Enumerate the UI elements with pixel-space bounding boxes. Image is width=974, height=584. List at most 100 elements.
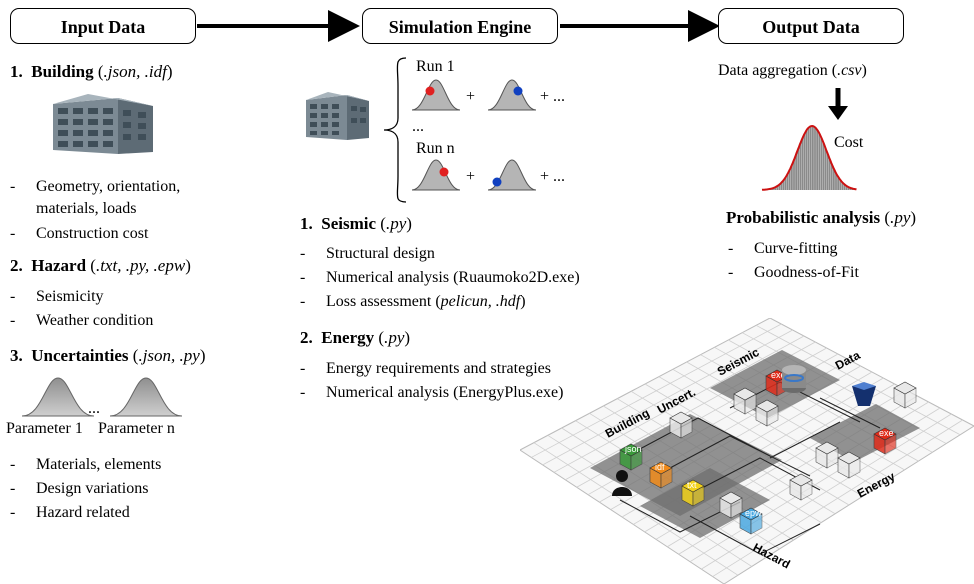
hazard-heading: 2. Hazard (.txt, .py, .epw): [10, 256, 191, 275]
histogram-bar: [782, 180, 785, 190]
simulation-engine-header: Simulation Engine: [362, 8, 558, 44]
svg-text:exe: exe: [879, 428, 894, 438]
histogram-bar: [830, 164, 833, 190]
run1-plus-more: + ...: [540, 88, 566, 105]
histogram-bar: [820, 137, 823, 190]
run1-plus: +: [466, 88, 476, 105]
histogram-bar: [822, 142, 825, 190]
python-cube: [719, 491, 743, 519]
input-data-header: Input Data: [10, 8, 196, 44]
histogram-bar: [807, 127, 810, 190]
database-icon: [782, 365, 806, 393]
run-1-label: Run 1: [416, 58, 455, 75]
svg-text:exe: exe: [771, 370, 786, 380]
histogram-bar: [812, 126, 814, 190]
json-cube: json: [619, 443, 643, 471]
histogram-bar: [843, 184, 846, 190]
runs-ellipsis: ...: [412, 118, 424, 135]
histogram-bar: [837, 177, 839, 190]
seismic-heading: 1. Seismic (.py): [300, 214, 412, 233]
histogram-bar: [847, 187, 850, 190]
run-distributions: [411, 79, 537, 191]
histogram-bar: [799, 142, 802, 190]
python-cube: [733, 387, 757, 415]
uncert-item-3: Hazard related: [36, 504, 130, 521]
svg-text:idf: idf: [655, 462, 665, 472]
seismic-item-3: Loss assessment (pelicun, .hdf): [326, 293, 526, 310]
histogram-bar: [778, 184, 781, 190]
energy-item-2: Numerical analysis (EnergyPlus.exe): [326, 384, 564, 401]
histogram-bar: [816, 129, 818, 190]
python-cube: [815, 441, 839, 469]
building-item-3: Construction cost: [36, 225, 149, 242]
exe-cube: exe: [873, 427, 897, 455]
histogram-bar: [776, 186, 779, 190]
parameter-n-label: Parameter n: [98, 420, 175, 437]
svg-text:txt: txt: [687, 480, 697, 490]
histogram-bar: [809, 126, 812, 190]
histogram-bar: [793, 159, 795, 190]
histogram-bar: [784, 177, 787, 190]
data-aggregation-label: Data aggregation (.csv): [718, 62, 867, 79]
python-cube: [893, 381, 917, 409]
user-icon: [612, 470, 632, 496]
output-item-2: Goodness-of-Fit: [754, 264, 859, 281]
runn-plus-more: + ...: [540, 168, 566, 185]
svg-text:json: json: [624, 444, 642, 454]
parameter-distributions: [21, 377, 183, 417]
output-data-header: Output Data: [718, 8, 904, 44]
engine-building-icon: [306, 92, 369, 140]
histogram-bar: [774, 187, 776, 190]
histogram-bar: [828, 159, 831, 190]
building-item-1: Geometry, orientation,: [36, 178, 181, 195]
histogram-bar: [833, 169, 835, 190]
python-cube: [789, 473, 813, 501]
python-cube: [669, 411, 693, 439]
parameter-ellipsis: ...: [88, 400, 100, 417]
histogram-bar: [780, 182, 783, 190]
histogram-bar: [791, 164, 793, 190]
histogram-bar: [845, 186, 848, 190]
cost-histogram: [761, 124, 857, 191]
cost-label: Cost: [834, 134, 864, 151]
histogram-bar: [795, 153, 797, 190]
output-item-1: Curve-fitting: [754, 240, 838, 257]
histogram-bar: [824, 148, 827, 190]
histogram-bar: [835, 173, 837, 190]
energy-heading: 2. Energy (.py): [300, 328, 411, 347]
histogram-bar: [797, 148, 800, 190]
idf-cube: idf: [649, 461, 673, 489]
run-n-label: Run n: [416, 140, 455, 157]
python-cube: [837, 451, 861, 479]
building-icon: [53, 94, 153, 154]
histogram-bar: [814, 127, 816, 190]
histogram-bar: [801, 137, 804, 190]
python-cube: [755, 399, 779, 427]
uncert-item-1: Materials, elements: [36, 456, 162, 473]
seismic-item-1: Structural design: [326, 245, 435, 262]
uncertainties-heading: 3. Uncertainties (.json, .py): [10, 346, 206, 365]
runs-brace: [383, 57, 407, 203]
histogram-bar: [803, 133, 806, 190]
histogram-bar: [841, 182, 844, 190]
runn-plus: +: [466, 168, 476, 185]
svg-text:epw: epw: [745, 508, 762, 518]
hazard-item-1: Seismicity: [36, 288, 104, 305]
histogram-bar: [818, 133, 821, 190]
energy-item-1: Energy requirements and strategies: [326, 360, 551, 377]
histogram-bar: [826, 153, 829, 190]
histogram-bar: [788, 169, 791, 190]
hazard-item-2: Weather condition: [36, 312, 154, 329]
epw-cube: epw: [739, 507, 763, 535]
parameter-1-label: Parameter 1: [6, 420, 83, 437]
uncert-item-2: Design variations: [36, 480, 149, 497]
building-item-2: materials, loads: [36, 200, 137, 217]
building-heading: 1. Building (.json, .idf): [10, 62, 173, 81]
data-funnel-icon: [852, 382, 876, 406]
seismic-item-2: Numerical analysis (Ruaumoko2D.exe): [326, 269, 580, 286]
histogram-bar: [839, 180, 842, 190]
histogram-bar: [805, 129, 808, 190]
histogram-bar: [786, 173, 789, 190]
